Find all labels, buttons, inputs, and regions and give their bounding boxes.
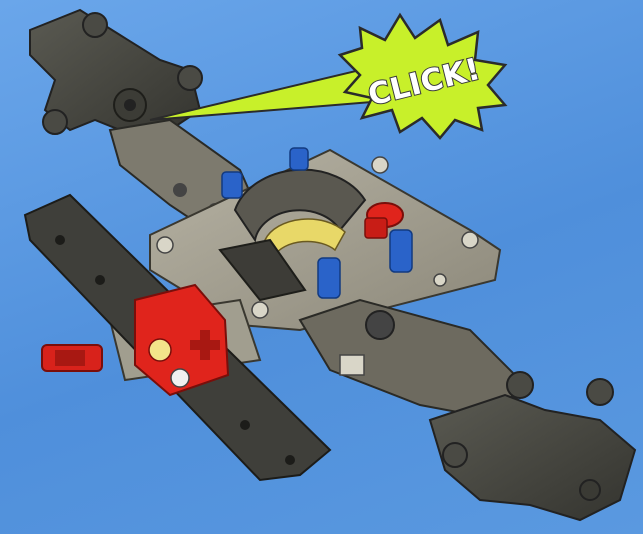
steering-knuckle-top — [30, 10, 202, 140]
blue-pin — [390, 230, 412, 272]
click-callout: CLICK! — [150, 15, 505, 138]
blue-pin — [318, 258, 340, 298]
blue-pin — [222, 172, 242, 198]
blue-pin — [290, 148, 308, 170]
red-axle-connector — [42, 345, 102, 371]
